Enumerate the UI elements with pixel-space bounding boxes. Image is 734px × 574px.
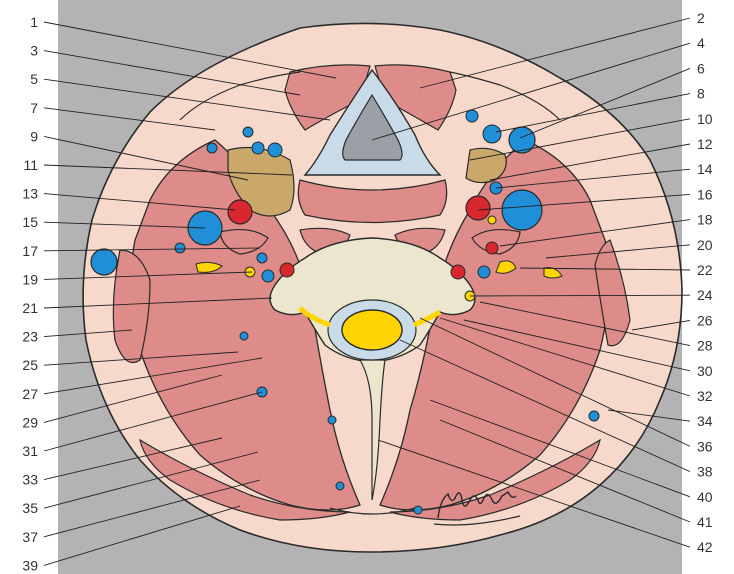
vertebral-artery-right <box>451 265 465 279</box>
label-16: 16 <box>697 186 713 202</box>
small-vein-j <box>589 411 599 421</box>
label-26: 26 <box>697 312 713 328</box>
label-40: 40 <box>697 489 713 505</box>
anterior-jugular-right-2 <box>509 127 535 153</box>
label-27: 27 <box>22 386 38 402</box>
label-25: 25 <box>22 357 38 373</box>
label-23: 23 <box>22 329 38 345</box>
small-vein-l <box>414 506 422 514</box>
label-32: 32 <box>697 388 713 404</box>
label-9: 9 <box>30 128 38 144</box>
label-36: 36 <box>697 438 713 454</box>
small-vein-i <box>175 243 185 253</box>
carotid-artery-right <box>466 196 490 220</box>
label-7: 7 <box>30 100 38 116</box>
jugular-vein-right <box>502 190 542 230</box>
label-1: 1 <box>30 14 38 30</box>
label-24: 24 <box>697 287 713 303</box>
label-18: 18 <box>697 212 713 228</box>
label-6: 6 <box>697 60 705 76</box>
label-5: 5 <box>30 71 38 87</box>
carotid-artery-left <box>228 200 252 224</box>
label-31: 31 <box>22 443 38 459</box>
label-29: 29 <box>22 414 38 430</box>
label-42: 42 <box>697 539 713 555</box>
small-vein-b <box>268 143 282 157</box>
small-vein-o <box>240 332 248 340</box>
label-22: 22 <box>697 262 713 278</box>
small-vein-m <box>328 416 336 424</box>
label-37: 37 <box>22 529 38 545</box>
small-vein-h <box>478 266 490 278</box>
label-21: 21 <box>22 300 38 316</box>
label-13: 13 <box>22 186 38 202</box>
label-35: 35 <box>22 500 38 516</box>
nerve-small-c <box>488 216 496 224</box>
vertebral-artery-left <box>280 263 294 277</box>
label-38: 38 <box>697 464 713 480</box>
label-41: 41 <box>697 514 713 530</box>
label-11: 11 <box>23 157 38 173</box>
label-15: 15 <box>22 214 38 230</box>
anterior-jugular-left <box>252 142 264 154</box>
small-vein-c <box>243 127 253 137</box>
label-39: 39 <box>22 557 38 573</box>
label-34: 34 <box>697 413 713 429</box>
label-33: 33 <box>22 472 38 488</box>
small-vein-d <box>207 143 217 153</box>
label-30: 30 <box>697 363 713 379</box>
label-19: 19 <box>22 271 38 287</box>
label-12: 12 <box>697 136 713 152</box>
label-17: 17 <box>22 243 38 259</box>
label-2: 2 <box>697 10 705 26</box>
small-vein-f <box>262 270 274 282</box>
small-vein-k <box>336 482 344 490</box>
artery-small-right <box>486 242 498 254</box>
label-8: 8 <box>697 86 705 102</box>
spinal-cord <box>342 310 402 350</box>
label-3: 3 <box>30 43 38 59</box>
label-28: 28 <box>697 338 713 354</box>
label-14: 14 <box>697 161 713 177</box>
small-vein-a <box>466 110 478 122</box>
external-jugular-left <box>91 249 117 275</box>
label-10: 10 <box>697 111 713 127</box>
label-4: 4 <box>697 35 705 51</box>
anterior-jugular-right <box>483 125 501 143</box>
small-vein-g <box>257 253 267 263</box>
label-20: 20 <box>697 237 713 253</box>
